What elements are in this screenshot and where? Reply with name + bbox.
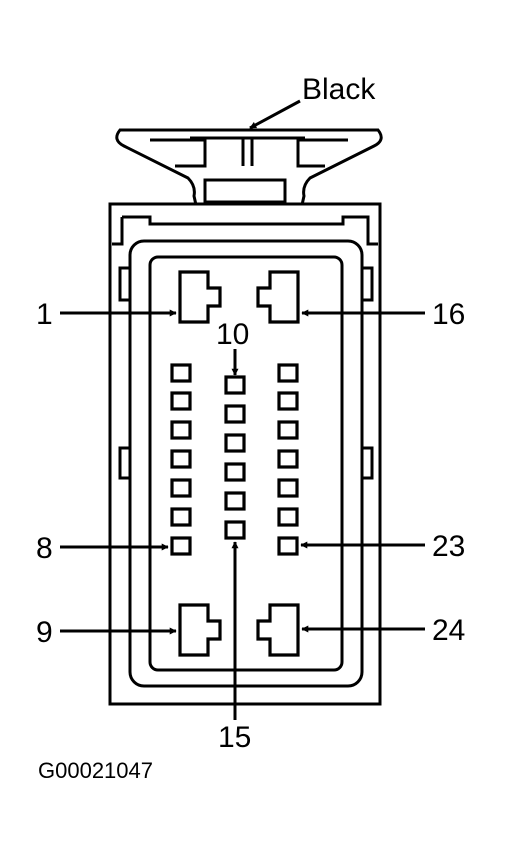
terminal-9	[178, 603, 222, 657]
terminal-18	[277, 391, 299, 411]
color-label: Black	[302, 73, 376, 106]
figure-code: G00021047	[38, 758, 153, 783]
terminal-8	[170, 536, 192, 556]
terminal-4	[170, 420, 192, 440]
pin-label-15: 15	[218, 721, 251, 754]
connector-housing	[108, 202, 382, 706]
pin-label-16: 16	[432, 298, 465, 331]
terminal-12	[224, 433, 246, 453]
terminal-5	[170, 449, 192, 469]
terminal-17	[277, 363, 299, 383]
terminal-24	[256, 603, 300, 657]
terminal-13	[224, 462, 246, 482]
terminal-6	[170, 478, 192, 498]
pin-label-24: 24	[432, 614, 465, 647]
terminal-21	[277, 478, 299, 498]
terminal-23	[277, 536, 299, 556]
arrow-black	[249, 99, 301, 130]
terminal-10	[224, 375, 246, 395]
terminal-3	[170, 391, 192, 411]
pin-label-9: 9	[36, 616, 53, 649]
large-terminals	[178, 270, 300, 657]
terminal-20	[277, 449, 299, 469]
terminal-22	[277, 507, 299, 527]
terminal-7	[170, 507, 192, 527]
terminal-19	[277, 420, 299, 440]
terminal-16	[256, 270, 300, 324]
terminal-11	[224, 404, 246, 424]
pin-label-1: 1	[36, 298, 53, 331]
leader-arrows	[60, 99, 425, 720]
terminal-15	[224, 520, 246, 540]
pin-label-10: 10	[216, 318, 249, 351]
connector-latch	[115, 128, 383, 207]
pin-label-23: 23	[432, 530, 465, 563]
pin-label-8: 8	[36, 532, 53, 565]
labels: Black 1 16 10 8 23 9 24 15 G00021047	[36, 73, 465, 783]
terminal-1	[178, 270, 222, 324]
small-terminals	[170, 363, 299, 556]
terminal-2	[170, 363, 192, 383]
terminal-14	[224, 491, 246, 511]
